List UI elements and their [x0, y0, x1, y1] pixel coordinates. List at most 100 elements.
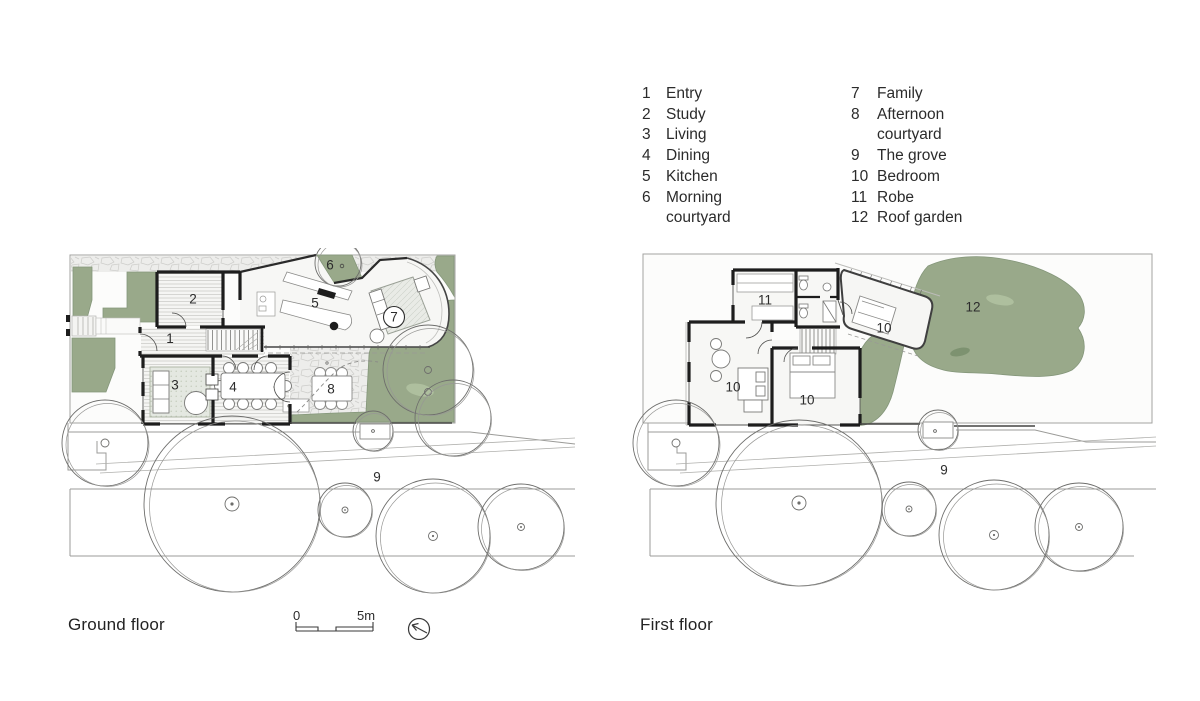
label-kitchen: 5: [311, 296, 319, 311]
tree: [143, 415, 321, 593]
legend-item-afternoon-courtyard-line2: courtyard: [851, 125, 962, 146]
legend-item-study: 2 Study: [642, 105, 731, 126]
ground-floor-title: Ground floor: [68, 615, 165, 634]
label-living: 3: [171, 378, 179, 393]
street-lines: [647, 423, 1157, 557]
legend-label: Afternoon: [877, 105, 945, 123]
stairs: [205, 328, 261, 352]
scale-five: 5m: [357, 608, 375, 623]
legend-label: Roof garden: [877, 209, 963, 227]
legend-label: Kitchen: [666, 167, 718, 185]
legend-number: [851, 125, 877, 146]
door-swings: [139, 312, 291, 403]
wing-eave-dashed: [847, 333, 919, 357]
legend-item-entry: 1 Entry: [642, 84, 731, 105]
stairs: [799, 327, 837, 355]
tree: [352, 410, 394, 452]
door-swings: [745, 301, 853, 363]
legend-number: 1: [642, 85, 651, 102]
legend-number: 9: [851, 147, 860, 165]
tree: [314, 248, 363, 288]
label-bedroom-right: 10: [799, 393, 814, 408]
tree: [375, 478, 491, 594]
legend-label: Study: [666, 105, 706, 123]
grove-trees: [632, 399, 1124, 591]
kitchen-counter: [256, 271, 353, 331]
bath-fixtures: [798, 275, 837, 323]
tree: [1034, 482, 1124, 572]
tree: [317, 482, 373, 538]
north-arrow-icon: [407, 617, 431, 640]
legend-number: 10: [851, 167, 869, 185]
gate-shed: [359, 423, 391, 440]
label-dining: 4: [229, 380, 237, 395]
tree: [632, 399, 721, 487]
room-study-floor: [158, 273, 222, 326]
roof-garden: [846, 256, 1085, 426]
living-sofa: [152, 370, 170, 414]
label-bedroom-upper: 10: [876, 321, 891, 336]
scale-zero: 0: [293, 608, 300, 623]
dining-table: [220, 372, 286, 400]
tree: [938, 479, 1050, 591]
label-family-circle: [382, 305, 406, 329]
legend-number: [642, 208, 666, 229]
legend-number: 7: [851, 85, 860, 102]
legend-label: Bedroom: [877, 167, 940, 185]
legend-label: courtyard: [666, 209, 731, 227]
tree: [61, 399, 150, 487]
living-furniture: [149, 366, 211, 418]
first-floor-plan: 11 10 12 10 10 9: [632, 253, 1157, 591]
round-table: [184, 391, 208, 415]
first-floor-title: First floor: [640, 615, 714, 634]
legend-label: Entry: [666, 85, 703, 102]
legend-label: courtyard: [877, 126, 942, 144]
room-labels: 11 10 12 10 10 9: [725, 293, 980, 478]
pavilion-inner-curve: [406, 261, 443, 344]
courtyard-table: [311, 367, 353, 410]
paving-top-strip: [71, 256, 454, 272]
label-family: 7: [390, 310, 398, 325]
legend-label: The grove: [877, 147, 947, 165]
walls: [138, 270, 292, 426]
legend-number: 3: [642, 126, 651, 144]
garden-front-lower: [71, 337, 116, 393]
ground-floor-plan: 1 2 3 4 5 6 7 8 9 0 5m: [61, 248, 576, 640]
grove-trees: [61, 248, 565, 594]
entry-path: [66, 315, 141, 337]
label-bedroom-left: 10: [725, 380, 740, 395]
label-entry: 1: [166, 331, 174, 346]
label-robe: 11: [758, 293, 772, 308]
legend-number: 11: [851, 188, 868, 206]
dining-furniture: [214, 362, 292, 410]
garden-accents: [950, 294, 1014, 357]
pavilion-curved-wall: [406, 257, 450, 348]
room-labels: 1 2 3 4 5 6 7 8 9: [166, 258, 406, 485]
windows: [688, 285, 861, 426]
legend-item-morning-courtyard-line2: courtyard: [642, 208, 731, 229]
gate-shed: [922, 421, 954, 439]
pavilion-top-wall: [239, 253, 408, 285]
legend-number: 8: [851, 105, 860, 123]
legend-label: Morning: [666, 188, 722, 206]
legend-number: 2: [642, 105, 651, 123]
legend-label: Dining: [666, 147, 710, 165]
legend-item-dining: 4 Dining: [642, 146, 731, 167]
walls: [687, 268, 862, 427]
garden-path-dashed: [296, 360, 379, 413]
label-morning-courtyard: 6: [326, 258, 334, 273]
legend-number: 4: [642, 147, 651, 165]
armchair: [369, 328, 385, 344]
paver: [282, 398, 310, 413]
legend-number: 6: [642, 188, 651, 206]
legend-item-afternoon-courtyard: 8 Afternoon: [851, 105, 962, 126]
cooktop: [317, 288, 336, 299]
rear-fence: [860, 423, 1035, 427]
